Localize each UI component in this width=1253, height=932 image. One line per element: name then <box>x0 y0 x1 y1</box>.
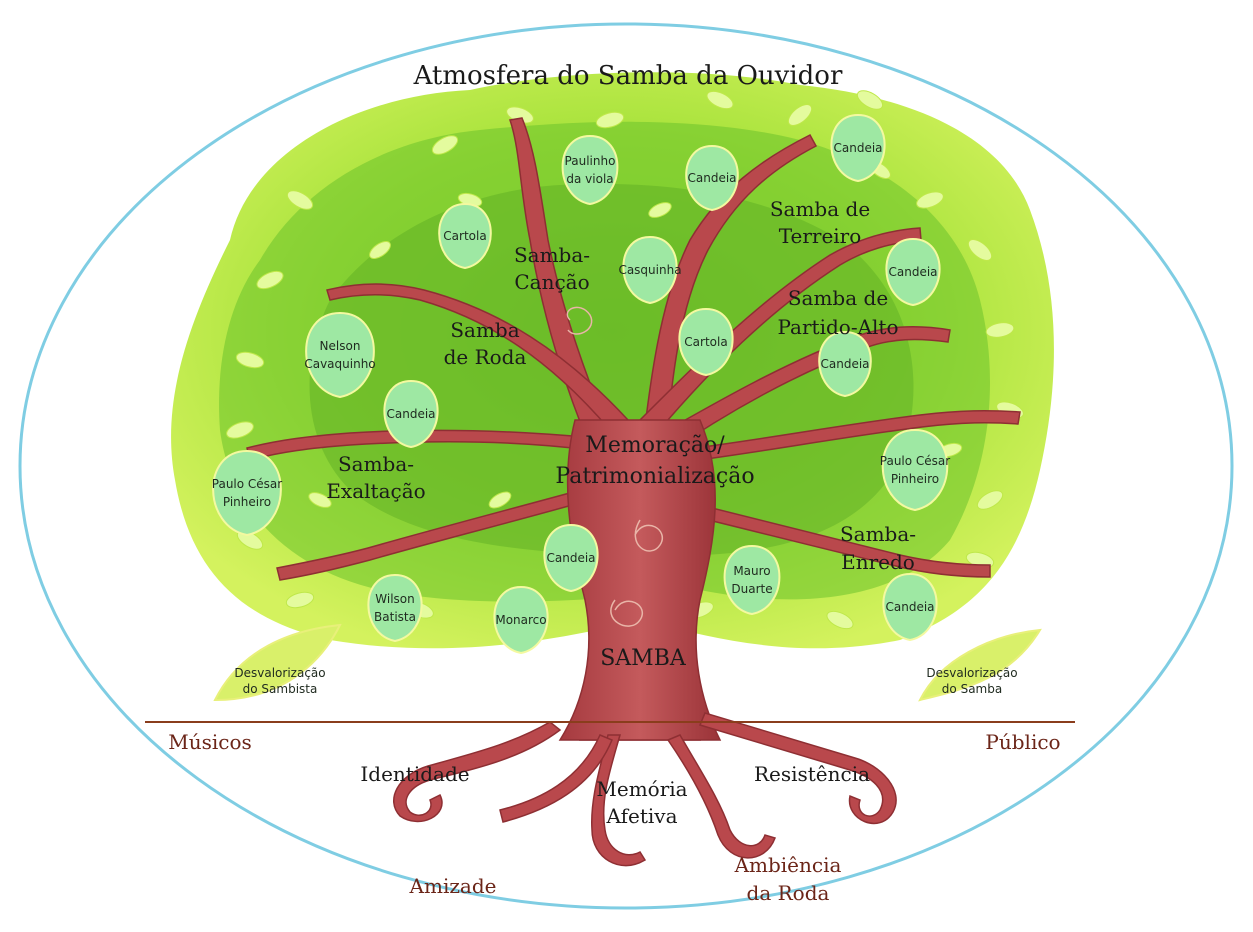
branch-partido-alto-line1: Samba de <box>788 286 888 310</box>
artist-leaf-shape <box>678 307 734 377</box>
artist-name: Paulo César <box>212 477 283 491</box>
root-label-memoria-line1: Memória <box>596 777 687 801</box>
root-label-resistencia: Resistência <box>754 762 870 786</box>
artist-leaf-shape <box>305 311 375 399</box>
artist-name: Cartola <box>443 229 486 243</box>
artist-leaf: Candeia <box>685 144 739 212</box>
fallen-leaf-right-line2: do Samba <box>942 682 1002 696</box>
artist-leaf: Cartola <box>678 307 734 377</box>
artist-leaf: Cartola <box>438 202 492 270</box>
artist-leaf-shape <box>561 134 619 206</box>
artist-name: Pinheiro <box>891 472 939 486</box>
fallen-leaf-left-line2: do Sambista <box>243 682 318 696</box>
artist-leaf-shape <box>212 449 282 537</box>
foliage-canopy <box>171 72 1054 649</box>
artist-name: Candeia <box>687 171 736 185</box>
artist-name: Pinheiro <box>223 495 271 509</box>
branch-enredo-line2: Enredo <box>841 550 915 574</box>
trunk-label: SAMBA <box>600 646 687 671</box>
artist-leaf: Candeia <box>882 572 938 642</box>
bottom-label-amizade: Amizade <box>409 874 497 898</box>
artist-leaf-shape <box>438 202 492 270</box>
branch-enredo-line1: Samba- <box>840 522 916 546</box>
artist-leaf-shape <box>543 523 599 593</box>
artist-leaf-shape <box>830 113 886 183</box>
artist-name: Batista <box>374 610 416 624</box>
artist-name: Candeia <box>820 357 869 371</box>
artist-leaf-shape <box>367 573 423 643</box>
fallen-leaf-right-line1: Desvalorização <box>926 666 1017 680</box>
fallen-leaf-left: Desvalorização do Sambista <box>213 623 342 702</box>
ground-label-left: Músicos <box>168 730 252 754</box>
ground-label-right: Público <box>985 730 1060 754</box>
artist-name: Candeia <box>386 407 435 421</box>
branch-exaltacao-line2: Exaltação <box>326 479 425 503</box>
artist-name: Wilson <box>375 592 414 606</box>
root-label-identidade: Identidade <box>360 762 469 786</box>
artist-name: Casquinha <box>618 263 681 277</box>
artist-leaf: Candeia <box>383 379 439 449</box>
branch-exaltacao-line1: Samba- <box>338 452 414 476</box>
artist-leaf-shape <box>723 544 781 616</box>
artist-name: Candeia <box>833 141 882 155</box>
root-label-memoria-line2: Afetiva <box>606 804 678 828</box>
center-label-line1: Memoração/ <box>585 433 725 458</box>
artist-name: Paulinho <box>565 154 616 168</box>
branch-cancao-line2: Canção <box>514 270 589 294</box>
artist-leaf-shape <box>818 330 872 398</box>
artist-name: Cartola <box>684 335 727 349</box>
artist-leaf-shape <box>882 572 938 642</box>
artist-name: Monarco <box>495 613 546 627</box>
branch-partido-alto-line2: Partido-Alto <box>778 315 899 339</box>
bottom-label-ambiencia-line1: Ambiência <box>734 853 842 877</box>
artist-leaf-shape <box>881 428 949 512</box>
artist-leaf-shape <box>622 235 678 305</box>
branch-roda-line2: de Roda <box>444 345 527 369</box>
artist-leaf: Candeia <box>830 113 886 183</box>
oval-frame <box>18 22 1234 910</box>
foliage-leaves <box>226 90 1024 630</box>
artist-leaf: Candeia <box>543 523 599 593</box>
branch-terreiro-line1: Samba de <box>770 197 870 221</box>
diagram-title: Atmosfera do Samba da Ouvidor <box>413 61 843 91</box>
artist-name: Cavaquinho <box>304 357 375 371</box>
artist-name: Candeia <box>888 265 937 279</box>
artist-leaf-shape <box>493 585 549 655</box>
artist-name: Candeia <box>885 600 934 614</box>
artist-name: Paulo César <box>880 454 951 468</box>
center-label-line2: Patrimonialização <box>555 464 754 489</box>
artist-name: Duarte <box>731 582 772 596</box>
artist-leaf-shape <box>685 144 739 212</box>
artist-name: da viola <box>566 172 613 186</box>
tree-roots <box>393 712 897 867</box>
artist-leaf: Candeia <box>885 237 941 307</box>
artist-leaf: Monarco <box>493 585 549 655</box>
artist-leaf-shape <box>383 379 439 449</box>
artist-name: Mauro <box>733 564 770 578</box>
fallen-leaf-right: Desvalorização do Samba <box>918 628 1042 702</box>
artist-leaf: Candeia <box>818 330 872 398</box>
branch-roda-line1: Samba <box>450 318 519 342</box>
artist-leaf-shape <box>885 237 941 307</box>
artist-leaf: Paulinho da viola <box>561 134 619 206</box>
artist-name: Nelson <box>320 339 361 353</box>
bottom-label-ambiencia-line2: da Roda <box>747 881 830 905</box>
branch-cancao-line1: Samba- <box>514 243 590 267</box>
fallen-leaf-left-line1: Desvalorização <box>234 666 325 680</box>
artist-leaf: Casquinha <box>618 235 682 305</box>
artist-name: Candeia <box>546 551 595 565</box>
branch-terreiro-line2: Terreiro <box>779 224 862 248</box>
